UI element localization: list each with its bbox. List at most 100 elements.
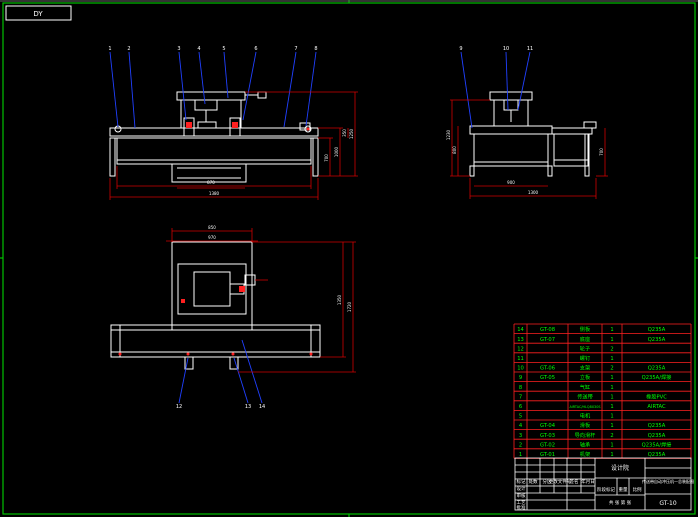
bom-cell: 电机 bbox=[580, 412, 591, 420]
bom-cell: 1 bbox=[610, 414, 613, 420]
sheet-label: 共 张 第 张 bbox=[609, 499, 632, 506]
drawing-name: 传送带自动冲压机—总装配图 bbox=[642, 478, 694, 484]
top-dim: 1350 bbox=[337, 294, 342, 305]
bom-cell: 1 bbox=[610, 404, 613, 410]
bom-cell: Q235A bbox=[648, 366, 666, 372]
bom-cell: 1 bbox=[610, 385, 613, 391]
title-header-cell: 更改文件号 bbox=[549, 478, 572, 485]
bom-cell: 1 bbox=[610, 423, 613, 429]
bom-cell: 橡胶PVC bbox=[646, 392, 667, 400]
top-dim: 850 bbox=[208, 225, 216, 230]
bom-cell: 1 bbox=[610, 327, 613, 333]
bom-cell: 底座 bbox=[580, 335, 590, 343]
top-balloon: 13 bbox=[245, 404, 251, 410]
top-view: 12 13 14 850 970 1720 1350 bbox=[110, 225, 356, 410]
bom-cell: 气缸 bbox=[580, 383, 590, 391]
top-balloon: 12 bbox=[176, 404, 182, 410]
bom-cell: AIRTAC bbox=[647, 404, 666, 410]
title-role: 批准 bbox=[517, 504, 526, 511]
weight-label: 重量 bbox=[619, 486, 628, 493]
bom-cell: GT-03 bbox=[540, 433, 555, 439]
bom-cell: 机架 bbox=[580, 450, 590, 458]
bom-cell: AIRTAC/HLQ8X30S bbox=[569, 405, 600, 409]
side-dim: 800 bbox=[452, 146, 457, 154]
bom-cell: 侧板 bbox=[580, 325, 591, 333]
front-dim: 700 bbox=[324, 154, 329, 162]
side-balloon: 10 bbox=[503, 46, 509, 52]
bom-cell: GT-05 bbox=[540, 375, 555, 381]
front-balloon: 3 bbox=[177, 46, 180, 52]
side-view: 9 10 11 900 1300 800 1230 700 bbox=[446, 46, 608, 199]
bom-cell: 11 bbox=[517, 356, 524, 362]
bom-cell: Q235A bbox=[648, 433, 666, 439]
drawing-label: DY bbox=[33, 10, 43, 18]
title-header-cell: 分区 bbox=[543, 478, 552, 485]
bom-cell: 1 bbox=[519, 452, 522, 458]
bom-cell: 5 bbox=[519, 414, 522, 420]
title-block: 标记 处数 分区 更改文件号 签名 年月日 设计 审核 工艺 批准 阶段标记 重… bbox=[514, 457, 694, 511]
title-role: 设计 bbox=[517, 485, 526, 492]
bom-cell: 1 bbox=[610, 442, 613, 448]
bom-cell: 14 bbox=[517, 327, 524, 333]
side-dim: 1300 bbox=[528, 190, 539, 195]
bom-cell: 2 bbox=[610, 433, 613, 439]
front-dim: 1380 bbox=[209, 191, 220, 196]
bom-cell: 4 bbox=[519, 423, 523, 429]
front-balloon: 5 bbox=[222, 46, 225, 52]
top-balloon: 14 bbox=[259, 404, 265, 410]
bom-cell: GT-06 bbox=[540, 366, 555, 372]
bom-cell: Q235A bbox=[648, 337, 666, 343]
bom-cell: 1 bbox=[610, 452, 613, 458]
title-header-cell: 签名 bbox=[570, 478, 579, 485]
bom-cell: 2 bbox=[519, 442, 522, 448]
front-balloon: 4 bbox=[197, 46, 200, 52]
title-header-cell: 处数 bbox=[529, 478, 538, 485]
side-balloon: 11 bbox=[527, 46, 533, 52]
bom-cell: GT-04 bbox=[540, 423, 556, 429]
bom-cell: 轴承 bbox=[580, 440, 591, 448]
bom-cell: GT-01 bbox=[540, 452, 555, 458]
front-dim: 870 bbox=[207, 180, 215, 185]
bom-cell: Q235A/焊接 bbox=[642, 373, 672, 381]
title-role: 审核 bbox=[517, 492, 526, 499]
bom-cell: 立板 bbox=[580, 373, 591, 381]
drawing-number: GT-10 bbox=[659, 500, 677, 507]
bom-cell: 10 bbox=[517, 366, 524, 372]
company-name: 设计院 bbox=[611, 464, 629, 472]
side-dim: 900 bbox=[507, 180, 515, 185]
bom-cell: 6 bbox=[519, 404, 522, 410]
bom-cell: 9 bbox=[519, 375, 522, 381]
bom-cell: 1 bbox=[610, 394, 613, 400]
bom-cell: 1 bbox=[610, 337, 613, 343]
bom-cell: GT-07 bbox=[540, 337, 555, 343]
bom-cell: Q235A bbox=[648, 423, 666, 429]
side-dim: 700 bbox=[599, 148, 604, 156]
front-balloon: 1 bbox=[108, 46, 111, 52]
front-balloon: 6 bbox=[254, 46, 257, 52]
front-dim: 1000 bbox=[334, 146, 339, 157]
drawing-label-box: DY bbox=[5, 5, 72, 21]
side-dim: 1230 bbox=[446, 129, 451, 140]
scale-label: 比例 bbox=[633, 486, 642, 493]
bom-cell: 传送带 bbox=[577, 392, 593, 400]
bom-cell: GT-08 bbox=[540, 327, 555, 333]
bom-cell: Q235A bbox=[648, 327, 666, 333]
title-role: 工艺 bbox=[517, 500, 526, 506]
bom-cell: 2 bbox=[610, 346, 613, 352]
front-view: 1 2 3 4 5 6 7 8 870 bbox=[108, 46, 358, 200]
front-balloon: 7 bbox=[294, 46, 297, 52]
bom-cell: 7 bbox=[519, 394, 522, 400]
bom-cell: 1 bbox=[610, 375, 613, 381]
bom-cell: 滑板 bbox=[580, 421, 591, 429]
bom-cell: 螺钉 bbox=[580, 354, 590, 362]
bom-cell: 3 bbox=[519, 433, 522, 439]
front-balloon: 2 bbox=[127, 46, 130, 52]
top-dim: 1720 bbox=[347, 301, 352, 312]
title-header-cell: 年月日 bbox=[581, 478, 595, 485]
bom-cell: Q235A bbox=[648, 452, 666, 458]
bom-cell: 8 bbox=[519, 385, 522, 391]
bom-cell: 导向滑杆 bbox=[575, 431, 596, 439]
title-header-cell: 标记 bbox=[517, 478, 526, 485]
